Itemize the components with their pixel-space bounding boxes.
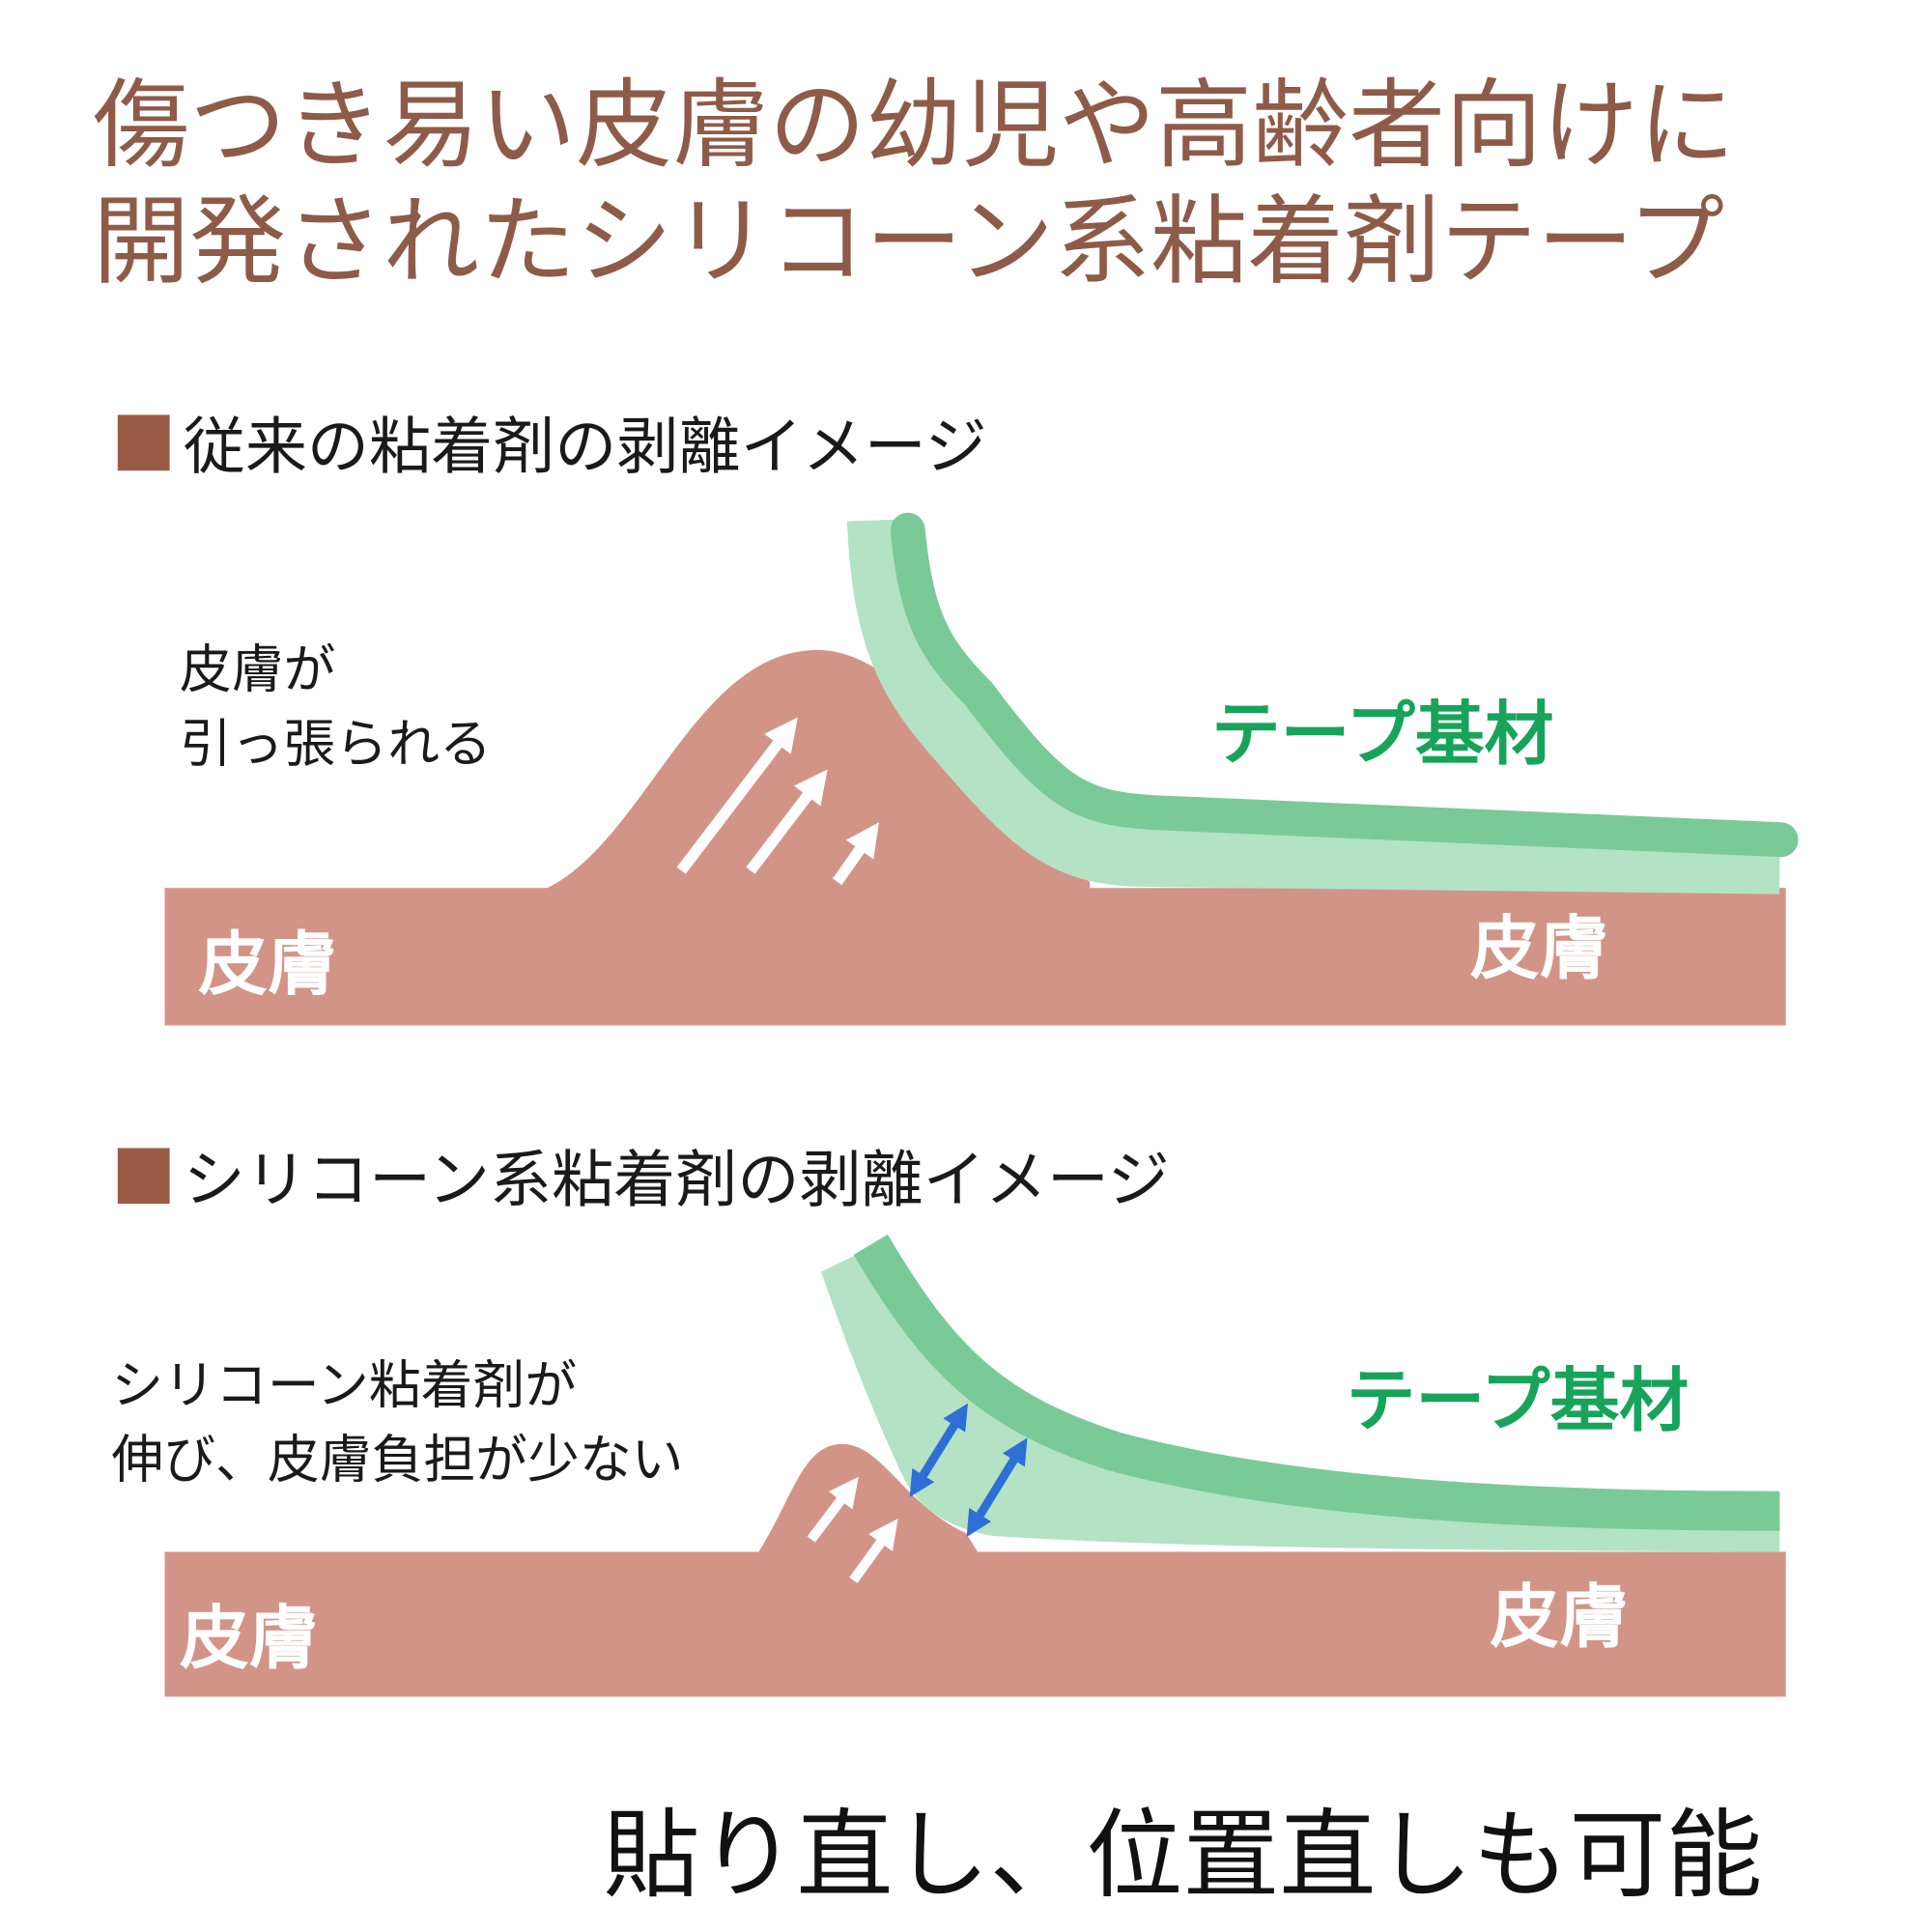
skin-layer: [164, 888, 1786, 1026]
conventional-peel-illustration: [164, 512, 1799, 1026]
stretch-arrow-icon: [909, 1403, 968, 1497]
section2-note-line-1: シリコーン粘着剤が: [111, 1355, 577, 1416]
pull-arrow-icon: [746, 769, 828, 874]
section1-tape-label: テープ基材: [1211, 694, 1554, 775]
section2-skin-left: 皮膚: [180, 1598, 319, 1679]
section1-skin-left: 皮膚: [198, 923, 337, 1005]
section1-skin-right: 皮膚: [1470, 907, 1609, 988]
pull-arrow-icon: [849, 1519, 898, 1583]
tape-base: [890, 512, 1799, 858]
section2-skin-right: 皮膚: [1490, 1577, 1629, 1658]
title-line-2: 開発されたシリコーン系粘着剤テープ: [93, 185, 1724, 298]
silicone-peel-illustration: [164, 1235, 1786, 1697]
pull-arrow-icon: [832, 822, 879, 886]
footer-caption: 貼り直し、位置直しも可能: [603, 1799, 1762, 1912]
section2-tape-label: テープ基材: [1347, 1359, 1690, 1440]
section2-heading: シリコーン系粘着剤の剥離イメージ: [184, 1146, 1170, 1217]
title-line-1: 傷つき易い皮膚の幼児や高齢者向けに: [93, 69, 1735, 182]
section2-note-line-2: 伸び、皮膚負担が少ない: [111, 1429, 683, 1490]
skin-bump: [757, 1443, 979, 1553]
section-marker-2: [117, 1148, 170, 1205]
pull-arrow-icon: [807, 1476, 859, 1543]
stretch-arrow-icon: [966, 1437, 1028, 1537]
section1-heading: 従来の粘着剤の剥離イメージ: [184, 412, 987, 484]
adhesive-layer: [821, 1238, 1780, 1552]
skin-layer: [164, 1551, 1786, 1697]
pull-arrow-icon: [676, 717, 798, 874]
section-marker-1: [117, 414, 170, 471]
section1-note-line-2: 引っ張られる: [180, 713, 492, 774]
adhesive-layer: [846, 519, 1780, 895]
section1-note-line-1: 皮膚が: [180, 639, 336, 700]
tape-base: [853, 1235, 1780, 1531]
